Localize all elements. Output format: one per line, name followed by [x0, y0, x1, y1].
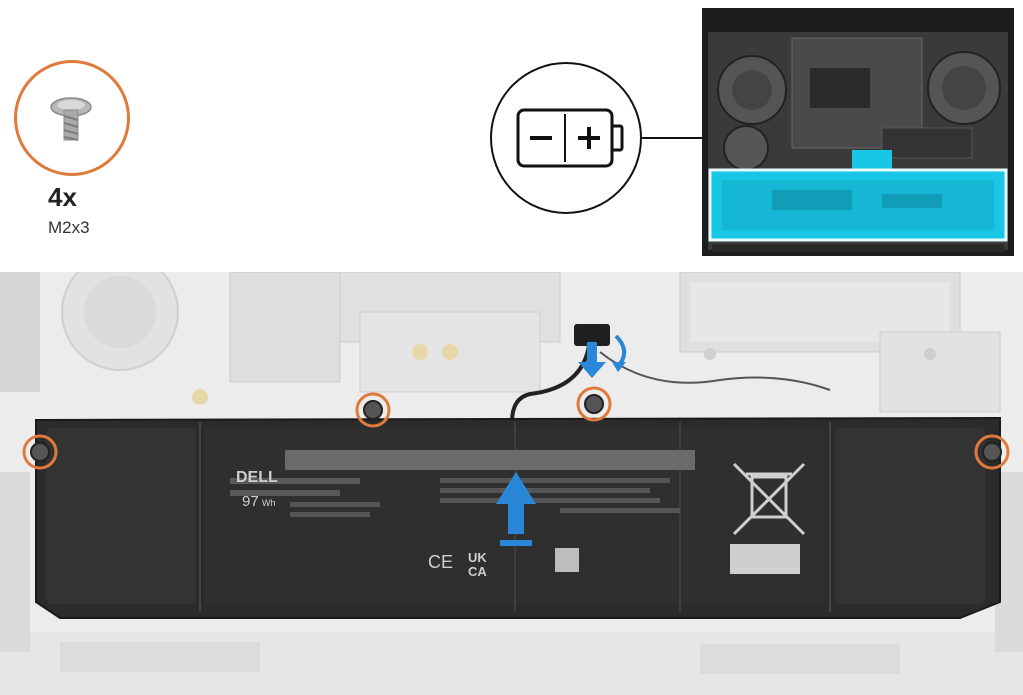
laptop-board-background: DELL 97 Wh CE UK CA — [0, 272, 1023, 695]
screw-icon — [50, 97, 92, 141]
battery-polarity-icon — [516, 108, 624, 168]
screw-hole-right — [974, 434, 1010, 470]
screw-hole-mid-left — [355, 392, 391, 428]
capacity-value: 97 — [242, 493, 259, 510]
screw-callout — [14, 60, 130, 176]
battery-removal-illustration: DELL 97 Wh CE UK CA — [0, 272, 1023, 695]
dell-logo: DELL — [236, 469, 278, 486]
ukca-mark-bottom: CA — [468, 564, 487, 579]
laptop-overview-inset — [702, 8, 1014, 256]
ce-mark: CE — [428, 552, 453, 572]
crossed-bin-icon — [732, 462, 806, 536]
ukca-mark-top: UK — [468, 550, 487, 565]
screw-hole-left — [22, 434, 58, 470]
screw-size: M2x3 — [48, 218, 90, 237]
disconnect-arrow-icon — [578, 334, 627, 378]
screw-count: 4x — [48, 182, 77, 212]
screw-hole-mid-right — [576, 386, 612, 422]
laptop-internals-illustration — [702, 8, 1014, 256]
battery-symbol-callout — [490, 62, 642, 214]
lift-arrow-icon — [496, 472, 536, 546]
capacity-unit: Wh — [262, 498, 276, 508]
